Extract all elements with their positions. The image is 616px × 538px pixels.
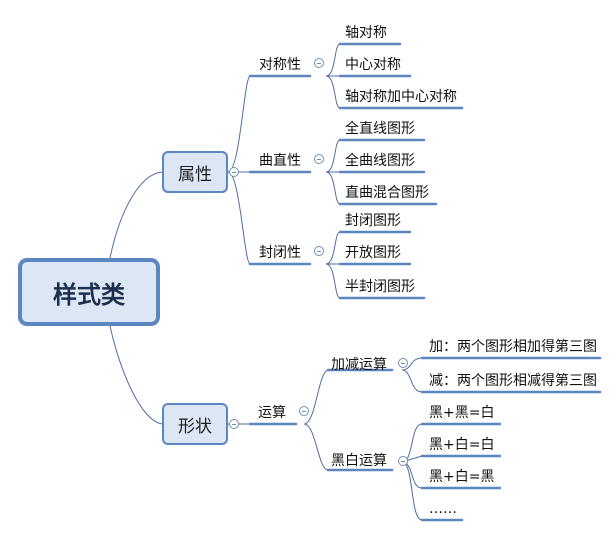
leaf-topic[interactable]: 黑+白=黑 — [429, 469, 495, 485]
root-node[interactable]: 样式类 — [18, 258, 160, 326]
branch-label: 形状 — [178, 416, 212, 437]
collapse-toggle-icon[interactable] — [314, 154, 324, 164]
leaf-topic[interactable]: 全曲线图形 — [345, 153, 415, 169]
leaf-topic[interactable]: 轴对称加中心对称 — [345, 89, 457, 105]
leaf-topic[interactable]: 直曲混合图形 — [345, 185, 429, 201]
branch-node-shape[interactable]: 形状 — [162, 403, 228, 445]
root-label: 样式类 — [53, 280, 125, 309]
leaf-topic[interactable]: 轴对称 — [345, 25, 387, 41]
leaf-topic[interactable]: 全直线图形 — [345, 121, 415, 137]
collapse-toggle-icon[interactable] — [314, 246, 324, 256]
leaf-topic[interactable]: 减：两个图形相减得第三图 — [429, 373, 597, 389]
leaf-topic[interactable]: 中心对称 — [345, 57, 401, 73]
leaf-topic[interactable]: 开放图形 — [345, 245, 401, 261]
collapse-toggle-icon[interactable] — [299, 406, 309, 416]
topic-add-subtract[interactable]: 加减运算 — [331, 357, 387, 373]
topic-closedness[interactable]: 封闭性 — [259, 245, 301, 261]
leaf-topic[interactable]: 半封闭图形 — [345, 279, 415, 295]
topic-straight-curve[interactable]: 曲直性 — [259, 153, 301, 169]
leaf-topic[interactable]: 封闭图形 — [345, 213, 401, 229]
leaf-topic[interactable]: 黑+黑=白 — [429, 405, 495, 421]
branch-node-attributes[interactable]: 属性 — [162, 151, 228, 193]
topic-black-white[interactable]: 黑白运算 — [331, 453, 387, 469]
leaf-topic[interactable]: 黑+白=白 — [429, 437, 495, 453]
leaf-topic[interactable]: 加：两个图形相加得第三图 — [429, 339, 597, 355]
collapse-toggle-icon[interactable] — [229, 419, 239, 429]
topic-symmetry[interactable]: 对称性 — [259, 57, 301, 73]
collapse-toggle-icon[interactable] — [229, 167, 239, 177]
topic-operation[interactable]: 运算 — [258, 405, 286, 421]
collapse-toggle-icon[interactable] — [398, 358, 408, 368]
branch-label: 属性 — [178, 164, 212, 185]
collapse-toggle-icon[interactable] — [398, 456, 408, 466]
leaf-topic[interactable]: …… — [429, 501, 457, 517]
collapse-toggle-icon[interactable] — [314, 58, 324, 68]
